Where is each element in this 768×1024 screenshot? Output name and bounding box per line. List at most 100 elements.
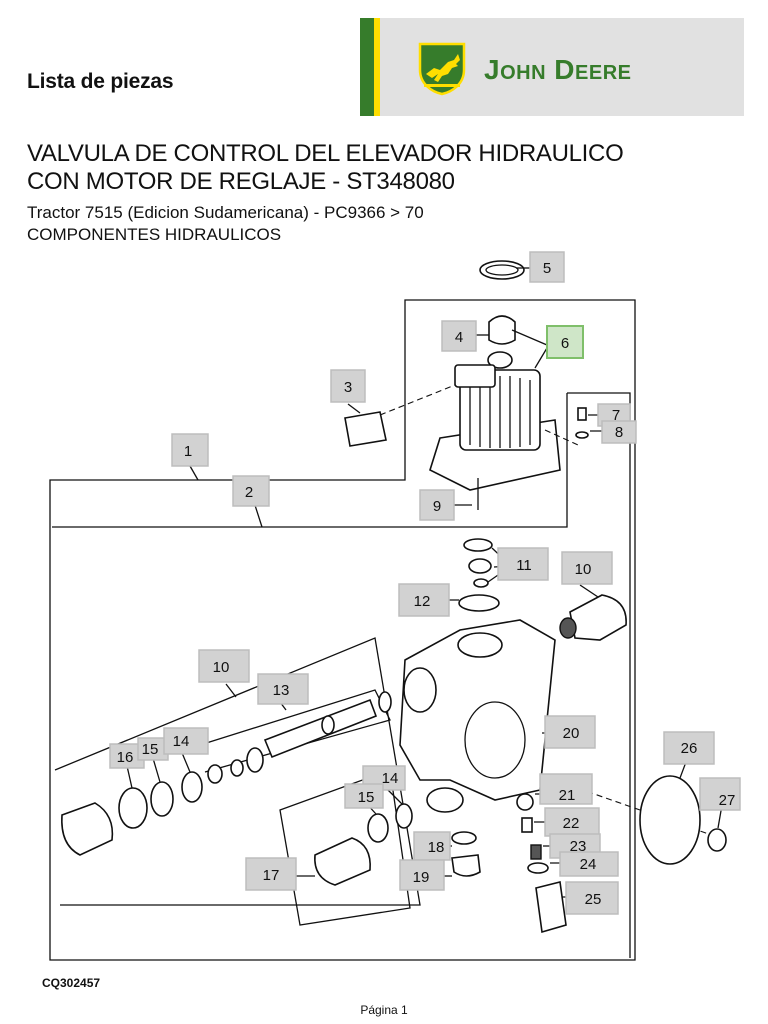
part-valve-right [569,594,627,641]
callout-box-9 [419,489,455,521]
callout-box-1 [171,433,209,467]
callout-18: 18 [428,839,445,856]
part-housing-top-bore [457,632,503,658]
callout-23: 23 [570,838,587,855]
part-ring-sub-15 [367,813,389,843]
part-cap [488,315,516,345]
part-motor-fins [469,376,531,448]
part-housing-port [403,667,437,713]
outline-group-1 [49,299,636,961]
brand-name: John Deere [484,54,632,85]
callout-14-sub: 14 [382,770,399,787]
callout-box-8 [601,420,637,444]
callout-box-24 [559,851,619,877]
callout-box-2 [232,475,270,507]
part-ring-18 [451,831,477,845]
outline-group-2-top [567,392,631,958]
page-number: Página 1 [360,1003,408,1017]
part-housing-face [464,701,526,779]
part-seal-top [463,538,493,552]
callout-box-20 [544,715,596,749]
part-spool-ring-b [207,764,223,784]
leader-1 [189,465,199,481]
figure-code: CQ302457 [42,976,101,990]
part-washer [575,431,589,439]
callout-17: 17 [263,867,280,884]
document-type-label: Lista de piezas [27,70,174,93]
callout-11: 11 [516,557,532,574]
callout-21: 21 [559,787,576,804]
brand-stripe-yellow [374,18,380,116]
part-valve-17 [314,837,371,886]
part-21 [516,793,534,811]
part-sensor-25 [535,881,567,934]
callout-box-6-highlighted [546,325,584,359]
leader-10-right [579,584,599,598]
callout-15: 15 [142,741,159,758]
part-ring-24 [527,862,549,874]
callout-box-12 [398,583,450,617]
callout-box-15-sub [344,783,384,809]
leader-6 [511,329,548,369]
callout-3: 3 [344,379,352,396]
callout-24: 24 [580,856,597,873]
part-clamp [479,260,525,280]
leader-10-left [225,683,237,698]
parts-line-art [61,260,727,934]
callout-box-19 [399,859,445,891]
part-electric-plug [344,411,387,447]
callout-20: 20 [563,725,580,742]
part-seal-mid [468,558,492,574]
leaping-deer-logo-icon [418,42,466,96]
part-valve-right-tip [559,617,577,639]
part-cap-19 [451,854,481,877]
callout-box-3 [330,369,366,403]
part-housing-lower-port [426,787,464,813]
callout-box-21 [539,773,593,805]
outline-group-2 [52,393,568,528]
callout-14: 14 [173,733,190,750]
callout-16: 16 [117,749,134,766]
part-spool [263,698,378,759]
callout-10-left: 10 [213,659,230,676]
callout-2: 2 [245,484,253,501]
callout-box-10-right [561,551,613,585]
part-ring-14 [181,771,203,803]
brand-banner: John Deere [360,18,744,116]
subtitle-model: Tractor 7515 (Edicion Sudamericana) - PC… [27,203,424,222]
callout-12: 12 [414,593,431,610]
part-seal-bottom [473,578,489,588]
part-spring [246,747,264,773]
leader-7-8 [588,414,602,432]
callout-10-right: 10 [575,561,592,578]
part-ring-sub-14 [395,803,413,829]
part-spool-ring-a [230,759,244,777]
leader-screw-dashed [544,429,579,446]
callout-22: 22 [563,815,580,832]
callout-6: 6 [561,335,569,352]
part-motor-shaft [487,351,513,369]
part-spring-23 [530,844,542,860]
part-motor-connector [454,364,496,388]
callout-8: 8 [615,424,623,441]
part-screw [577,407,587,421]
callout-boxes: 5 4 6 3 7 8 1 2 9 11 10 12 10 13 20 16 1 [109,251,741,915]
part-ring-15 [150,781,174,817]
page-title-line-1: VALVULA DE CONTROL DEL ELEVADOR HIDRAULI… [27,140,624,167]
subtitle-section: COMPONENTES HIDRAULICOS [27,225,282,244]
exploded-parts-diagram: 5 4 6 3 7 8 1 2 9 11 10 12 10 13 20 16 1 [49,251,741,961]
part-spool-end [378,691,392,713]
part-ring-26 [639,775,701,865]
part-plug-left [61,802,114,856]
callout-1: 1 [184,443,192,460]
leader-plug-dashed [379,384,456,416]
callout-box-11 [497,547,549,581]
callout-13: 13 [273,682,290,699]
page-title-line-2: CON MOTOR DE REGLAJE - ST348080 [27,168,455,195]
callout-27: 27 [719,792,736,809]
callout-7: 7 [612,407,620,424]
leader-3 [347,403,361,414]
brand-stripe-green [360,18,374,116]
callout-4: 4 [455,329,463,346]
callout-box-25 [565,881,619,915]
